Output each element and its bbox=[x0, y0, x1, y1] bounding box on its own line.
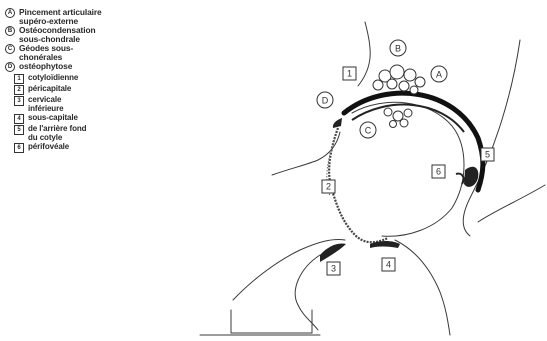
pericapital-osteophyte bbox=[329, 128, 388, 242]
iliac-outline-upper bbox=[358, 22, 370, 86]
callout-c: C bbox=[360, 122, 376, 138]
pelvis-outline-right bbox=[463, 40, 520, 236]
geodes-upper-cluster bbox=[373, 65, 425, 94]
svg-text:4: 4 bbox=[386, 260, 391, 270]
fossa-osteophyte bbox=[464, 167, 478, 187]
svg-text:2: 2 bbox=[326, 182, 331, 192]
svg-text:1: 1 bbox=[347, 69, 352, 79]
femoral-shaft-outline-right bbox=[395, 240, 450, 335]
callout-box-5: 5 bbox=[481, 148, 494, 161]
callout-b: B bbox=[390, 40, 406, 56]
lesser-trochanter-outline bbox=[295, 255, 320, 330]
svg-text:3: 3 bbox=[331, 264, 336, 274]
lower-cervical-osteophyte bbox=[320, 243, 346, 262]
callout-a: A bbox=[431, 66, 447, 82]
pelvis-outline-lower-right bbox=[478, 185, 545, 222]
callout-box-1: 1 bbox=[343, 67, 356, 80]
svg-text:D: D bbox=[322, 96, 329, 106]
callout-box-2: 2 bbox=[322, 180, 335, 193]
cotyloid-osteophyte bbox=[333, 118, 342, 128]
callout-box-4: 4 bbox=[382, 258, 395, 271]
svg-text:6: 6 bbox=[436, 167, 441, 177]
femoral-shaft-section bbox=[231, 310, 312, 333]
callout-box-6: 6 bbox=[432, 165, 445, 178]
svg-text:A: A bbox=[436, 70, 442, 80]
svg-text:5: 5 bbox=[485, 150, 490, 160]
geodes-lower-cluster bbox=[384, 108, 412, 128]
svg-text:B: B bbox=[395, 44, 401, 54]
callout-box-3: 3 bbox=[327, 262, 340, 275]
svg-text:C: C bbox=[365, 126, 372, 136]
callout-d: D bbox=[317, 92, 333, 108]
